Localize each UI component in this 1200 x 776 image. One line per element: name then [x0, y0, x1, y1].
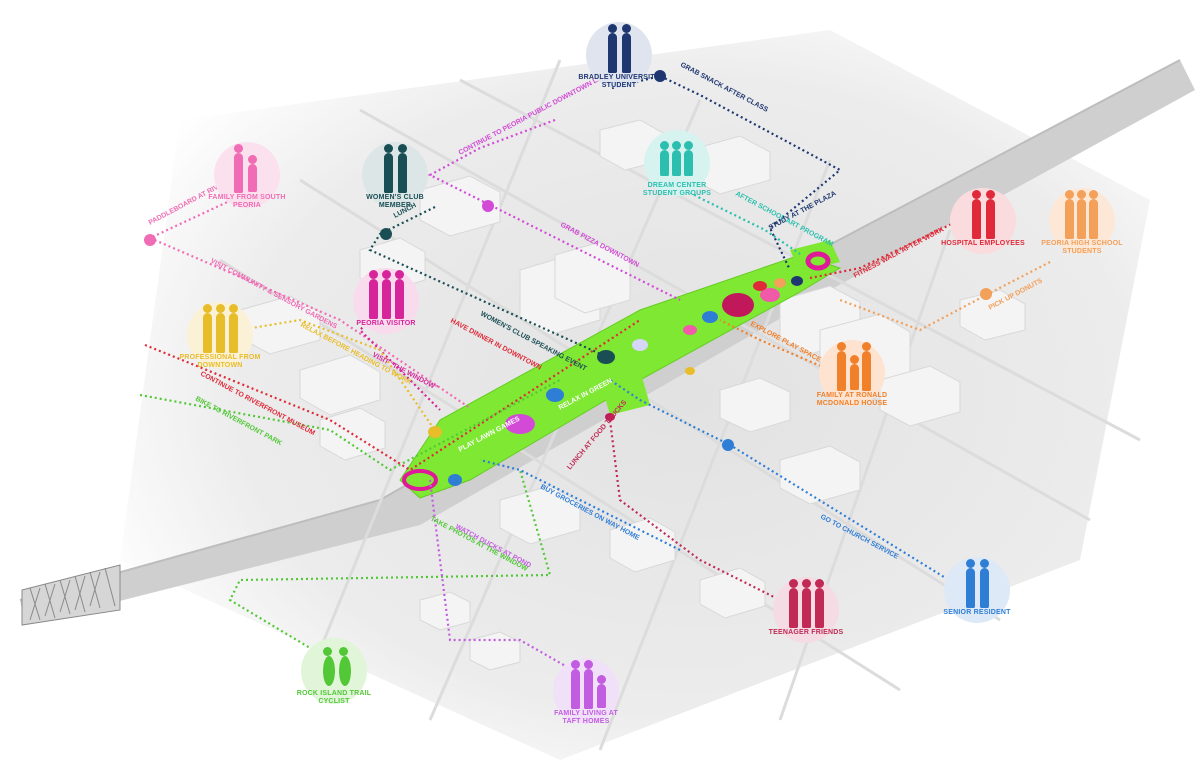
persona-label: TEENAGER FRIENDS [768, 629, 844, 636]
route-senior [609, 379, 966, 591]
persona-womens-club: WOMEN'S CLUB MEMBER [353, 142, 437, 210]
route-professional [239, 318, 437, 433]
persona-family-south: FAMILY FROM SOUTH PEORIA [205, 142, 289, 210]
persona-hospital: HOSPITAL EMPLOYEES [941, 188, 1025, 254]
women-icon [384, 144, 393, 193]
route-cyclist [139, 379, 561, 661]
persona-dream-center: DREAM CENTER STUDENT GROUPS [635, 130, 719, 198]
route-groceries [479, 458, 681, 551]
student-walking-icon [608, 24, 617, 73]
persona-label: FAMILY AT RONALD MCDONALD HOUSE [816, 392, 888, 407]
persona-teens: TEENAGER FRIENDS [764, 577, 848, 643]
persona-visitor: PEORIA VISITOR [344, 268, 428, 334]
bicycle-icon [323, 647, 335, 686]
persona-label: PROFESSIONAL FROM DOWNTOWN [179, 354, 261, 369]
medical-staff-icon [972, 190, 981, 239]
persona-label: PEORIA HIGH SCHOOL STUDENTS [1041, 240, 1123, 255]
persona-label: ROCK ISLAND TRAIL CYCLIST [296, 690, 372, 705]
persona-ronald: FAMILY AT RONALD MCDONALD HOUSE [810, 340, 894, 408]
route-teens [608, 419, 801, 611]
route-bradley [611, 74, 842, 271]
route-ronald [719, 319, 831, 372]
route-visitor [358, 309, 441, 411]
persona-label: DREAM CENTER STUDENT GROUPS [642, 182, 712, 197]
visitors-icon [369, 270, 378, 319]
route-paths [139, 74, 1051, 681]
persona-peoria-high: PEORIA HIGH SCHOOL STUDENTS [1040, 188, 1124, 256]
route-museum [144, 319, 641, 472]
bridge [21, 564, 121, 626]
persona-label: SENIOR RESIDENT [943, 609, 1011, 616]
persona-label: BRADLEY UNIVERSITY STUDENT [578, 74, 660, 89]
teen-group-icon [1065, 190, 1074, 239]
persona-cyclist: ROCK ISLAND TRAIL CYCLIST [292, 638, 376, 706]
route-family-south [147, 197, 471, 409]
persona-label: FAMILY LIVING AT TAFT HOMES [554, 710, 618, 725]
route-dream [667, 179, 801, 255]
student-group-icon [660, 141, 669, 176]
persona-senior: SENIOR RESIDENT [935, 557, 1019, 623]
program-circles [402, 251, 831, 491]
persona-professional: PROFESSIONAL FROM DOWNTOWN [178, 302, 262, 370]
family-icon [234, 144, 243, 193]
family-icon [837, 342, 846, 391]
family-icon [571, 660, 580, 709]
route-library [427, 118, 681, 301]
persona-bradley: BRADLEY UNIVERSITY STUDENT [577, 22, 661, 90]
professionals-icon [203, 304, 212, 353]
route-dots [144, 70, 992, 451]
route-taft [428, 479, 591, 681]
route-womens [368, 206, 606, 358]
persona-label: WOMEN'S CLUB MEMBER [366, 194, 424, 209]
persona-label: FAMILY FROM SOUTH PEORIA [208, 194, 286, 209]
highway [20, 60, 1195, 625]
senior-icon [966, 559, 975, 608]
route-hospital [809, 219, 961, 280]
persona-label: HOSPITAL EMPLOYEES [941, 240, 1025, 247]
persona-label: PEORIA VISITOR [356, 320, 416, 327]
persona-taft: FAMILY LIVING AT TAFT HOMES [544, 658, 628, 726]
teens-ball-icon [789, 579, 798, 628]
